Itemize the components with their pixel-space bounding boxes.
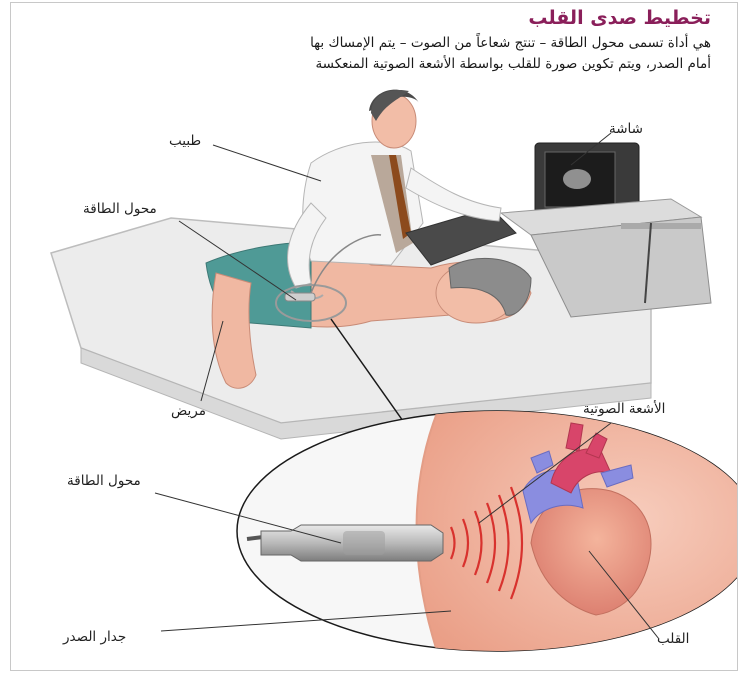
description-line-1: هي أداة تسمى محول الطاقة – تنتج شعاعاً م… <box>31 35 711 51</box>
label-patient: مريض <box>171 403 206 419</box>
label-transducer-bottom: محول الطاقة <box>67 473 141 489</box>
label-transducer-top: محول الطاقة <box>83 201 157 217</box>
figure-title: تخطيط صدى القلب <box>528 7 711 29</box>
detail-circle <box>237 403 737 663</box>
label-heart: القلب <box>657 631 689 647</box>
description-line-2: أمام الصدر، ويتم تكوين صورة للقلب بواسطة… <box>31 56 711 72</box>
label-sound-waves: الأشعة الصوتية <box>583 401 665 417</box>
label-doctor: طبيب <box>169 133 201 149</box>
label-screen: شاشة <box>609 121 643 137</box>
echocardiography-illustration <box>11 3 737 670</box>
label-chest-wall: جدار الصدر <box>63 629 126 645</box>
figure-frame: تخطيط صدى القلب هي أداة تسمى محول الطاقة… <box>10 2 738 671</box>
